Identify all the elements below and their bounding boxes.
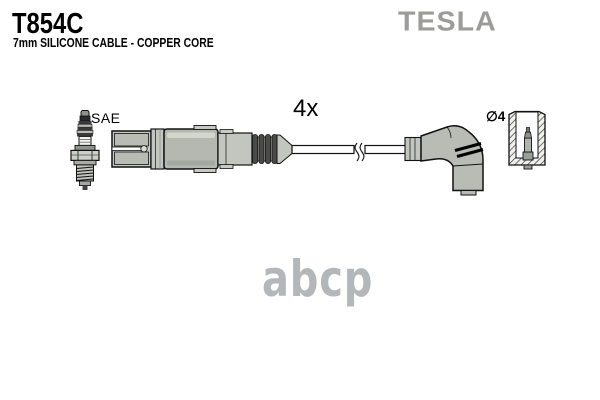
cable-break-mark [354,142,360,162]
cable-break-mark [359,142,365,162]
terminal-diameter-label: ∅4 [486,109,506,124]
spark-plug-threads [76,164,94,190]
quantity-label: 4x [293,95,319,122]
straight-coil-connector-boot-icon [111,125,293,173]
right-angle-plug-boot-icon [404,125,484,196]
spark-plug-terminal [79,110,91,122]
cap-terminal-pin [522,127,534,170]
part-subtitle: 7mm SILICONE CABLE - COPPER CORE [13,36,214,50]
ignition-cable-with-break-icon [111,125,484,196]
cable-line [291,142,407,162]
sae-terminal-label: SAE [91,110,121,126]
spark-plug-insulator [78,135,92,146]
spark-plug-icon [70,110,100,190]
tesla-brand-logo: TESLA [398,6,497,37]
abcp-watermark-logo: abcp [262,250,374,308]
part-number: T854C [12,8,84,40]
spark-plug-insulator-ribs [76,121,94,137]
spark-plug-hex-shell [70,144,100,166]
terminal-cap-cross-section-icon [508,110,546,170]
